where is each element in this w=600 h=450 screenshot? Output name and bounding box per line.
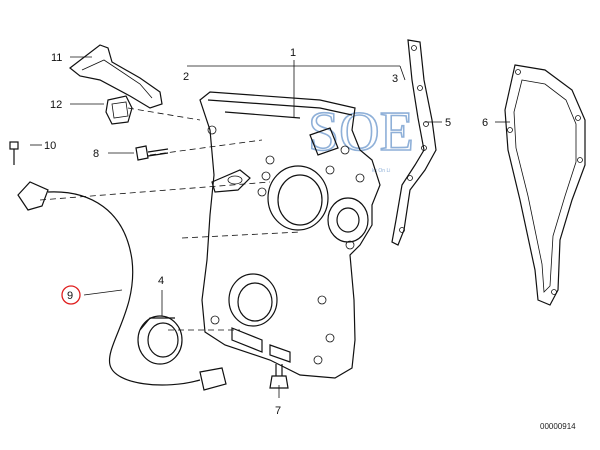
timing-cover — [199, 91, 381, 379]
watermark-logo: SOE — [308, 101, 414, 163]
callout-5[interactable]: 5 — [445, 117, 451, 129]
clip — [105, 95, 133, 125]
gasket-strip — [391, 39, 437, 246]
alignment-lines — [39, 107, 301, 331]
watermark: SOE ks On Li — [307, 100, 414, 174]
bolt-lower — [269, 364, 289, 389]
leader-lines — [30, 56, 510, 398]
callout-9-highlight — [61, 285, 81, 305]
chain-guide-rail — [69, 44, 163, 109]
callout-7[interactable]: 7 — [275, 405, 281, 417]
callout-11[interactable]: 11 — [51, 52, 62, 64]
callout-9[interactable]: 9 — [67, 290, 73, 302]
seal-ring — [137, 315, 183, 365]
bolt — [135, 145, 169, 161]
callout-8[interactable]: 8 — [93, 148, 99, 160]
gasket — [504, 64, 586, 306]
callout-12[interactable]: 12 — [50, 99, 62, 111]
callout-1[interactable]: 1 — [290, 47, 296, 59]
screw — [9, 141, 19, 165]
callout-10[interactable]: 10 — [44, 140, 56, 152]
watermark-tagline: ks On Li — [372, 168, 390, 174]
part-number: 00000914 — [540, 422, 576, 431]
callout-4[interactable]: 4 — [158, 275, 164, 287]
callout-labels: 1 2 3 4 5 6 7 8 10 11 12 9 — [44, 47, 488, 417]
callout-6[interactable]: 6 — [482, 117, 488, 129]
callout-2[interactable]: 2 — [183, 71, 189, 83]
sensor-with-cable — [17, 181, 227, 391]
callout-3[interactable]: 3 — [392, 73, 398, 85]
